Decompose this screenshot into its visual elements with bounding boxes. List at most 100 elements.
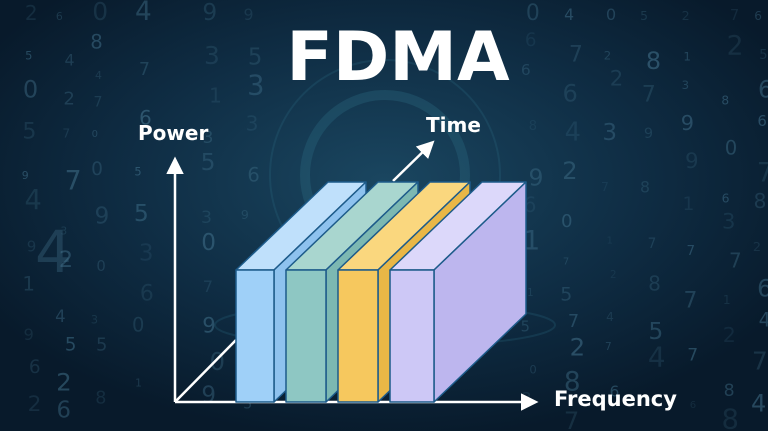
background-digit: 7 <box>730 7 739 24</box>
background-digit: 5 <box>560 283 572 305</box>
background-digit: 8 <box>724 381 735 401</box>
background-digit: 0 <box>96 258 105 275</box>
background-digit: 0 <box>92 0 108 26</box>
background-digit: 8 <box>564 367 581 397</box>
background-digit: 9 <box>22 169 29 182</box>
channel-block-4-front-face <box>389 269 435 403</box>
background-digit: 7 <box>757 157 768 188</box>
channel-block-4 <box>389 181 527 403</box>
background-digit: 1 <box>607 235 613 246</box>
background-digit: 0 <box>23 76 38 104</box>
background-digit: 7 <box>752 346 768 375</box>
channel-block-2-front-face <box>285 269 327 403</box>
background-digit: 4 <box>65 50 75 69</box>
background-digit: 7 <box>729 248 742 272</box>
background-digit: 1 <box>723 293 731 307</box>
background-digit: 8 <box>721 404 739 431</box>
background-digit: 5 <box>22 119 36 145</box>
background-digit: 3 <box>722 208 735 233</box>
background-digit: 7 <box>94 95 103 111</box>
background-digit: 4 <box>759 308 768 331</box>
background-digit: 3 <box>602 120 617 146</box>
background-digit: 6 <box>521 61 531 79</box>
background-digit: 3 <box>521 389 531 408</box>
background-digit: 9 <box>202 314 216 339</box>
background-digit: 5 <box>648 317 663 345</box>
background-digit: 9 <box>95 203 110 230</box>
background-digit: 5 <box>243 397 252 413</box>
background-digit: 8 <box>640 177 650 196</box>
background-digit: 0 <box>561 211 573 232</box>
channel-block-3-front-face <box>337 269 379 403</box>
background-digit: 4 <box>55 307 65 326</box>
background-digit: 2 <box>562 157 577 185</box>
background-digit: 7 <box>568 312 579 332</box>
background-digit: 6 <box>57 397 71 423</box>
background-digit: 4 <box>35 218 72 286</box>
background-digit: 5 <box>65 334 77 355</box>
background-digit: 4 <box>648 340 666 373</box>
background-digit: 2 <box>63 89 75 110</box>
background-digit: 5 <box>248 45 262 71</box>
background-digit: 6 <box>757 112 767 130</box>
background-digit: 8 <box>721 93 729 107</box>
background-digit: 9 <box>201 382 216 408</box>
background-digit: 6 <box>247 163 259 186</box>
background-digit: 2 <box>753 240 761 255</box>
background-digit: 7 <box>648 236 657 252</box>
background-digit: 7 <box>687 346 698 366</box>
background-digit: 7 <box>687 243 696 259</box>
background-digit: 1 <box>135 376 142 389</box>
background-digit: 6 <box>563 79 578 107</box>
background-digit: 1 <box>682 194 694 215</box>
background-digit: 8 <box>529 119 537 134</box>
background-digit: 2 <box>723 323 736 347</box>
channel-block-1-front-face <box>235 269 275 403</box>
background-digit: 4 <box>606 310 614 324</box>
background-digit: 6 <box>722 190 730 205</box>
background-digit: 1 <box>523 225 540 256</box>
frequency-channel-blocks <box>235 181 527 403</box>
background-digit: 6 <box>754 9 762 23</box>
background-digit: 7 <box>569 41 583 67</box>
background-digit: 1 <box>683 50 691 64</box>
background-digit: 1 <box>209 83 222 107</box>
background-digit: 7 <box>601 179 609 194</box>
background-digit: 3 <box>139 240 154 266</box>
background-digit: 6 <box>29 357 41 378</box>
background-digit: 3 <box>247 71 264 102</box>
background-digit: 7 <box>62 127 70 141</box>
background-digit: 6 <box>757 274 768 302</box>
background-digit: 2 <box>604 48 611 62</box>
background-digit: 2 <box>25 1 38 25</box>
frequency-axis-label: Frequency <box>554 387 677 411</box>
background-digit: 7 <box>65 165 82 196</box>
time-axis-label: Time <box>426 113 481 137</box>
background-digit: 6 <box>56 10 63 23</box>
background-digit: 0 <box>201 230 216 256</box>
background-digit: 2 <box>727 30 744 61</box>
background-digit: 5 <box>759 48 767 63</box>
background-digit: 8 <box>646 47 661 75</box>
background-digit: 7 <box>564 407 579 431</box>
background-digit: 0 <box>92 129 98 140</box>
background-digit: 8 <box>90 30 103 53</box>
background-digit: 9 <box>24 325 34 344</box>
background-digit: 4 <box>565 117 581 147</box>
background-digit: 0 <box>606 5 616 24</box>
background-digit: 2 <box>570 332 586 361</box>
background-digit: 6 <box>139 107 152 130</box>
time-axis-lower <box>174 339 237 403</box>
background-digit: 9 <box>644 126 653 142</box>
background-digit: 5 <box>25 48 32 62</box>
background-digit: 0 <box>529 362 536 376</box>
background-digit: 7 <box>563 257 569 268</box>
background-digit: 2 <box>610 66 623 91</box>
background-digit: 2 <box>644 394 652 409</box>
background-digit: 2 <box>59 247 73 273</box>
background-digit: 9 <box>241 207 249 222</box>
background-digit: 2 <box>28 392 42 417</box>
background-digit: 0 <box>209 347 225 376</box>
